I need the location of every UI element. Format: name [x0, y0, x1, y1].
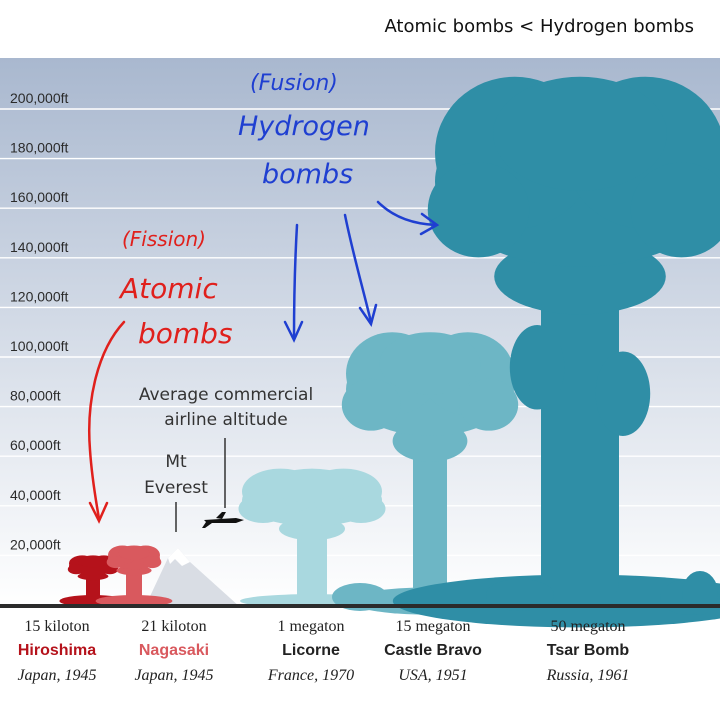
atomic-note: Atomic — [118, 272, 218, 305]
y-tick-label: 20,000ft — [10, 536, 61, 552]
everest-snow — [168, 548, 190, 566]
blue-arrow-licorne — [283, 223, 304, 343]
page-title: Atomic bombs < Hydrogen bombs — [384, 16, 694, 37]
nagasaki-cloud — [95, 545, 173, 607]
airplane-icon — [202, 512, 244, 528]
y-axis-ticks: 20,000ft 40,000ft 60,000ft 80,000ft 100,000f… — [10, 90, 68, 552]
y-tick-label: 180,000ft — [10, 140, 68, 156]
hydrogen-bombs-note: bombs — [262, 159, 353, 190]
bomb-place-label: Japan, 1945 — [134, 667, 213, 684]
bomb-place-label: Japan, 1945 — [17, 667, 96, 684]
atomic-bombs-note: bombs — [138, 317, 233, 350]
ground-line — [0, 604, 720, 608]
bomb-place-label: France, 1970 — [267, 667, 354, 684]
bomb-place-label: USA, 1951 — [398, 667, 467, 684]
tsar-bomb-cloud — [392, 76, 720, 628]
fusion-note: (Fusion) — [250, 71, 338, 96]
bomb-name-label: Tsar Bomb — [547, 642, 630, 659]
bomb-name-label: Hiroshima — [18, 642, 96, 659]
y-tick-label: 60,000ft — [10, 437, 61, 453]
y-tick-label: 200,000ft — [10, 90, 68, 106]
y-tick-label: 100,000ft — [10, 338, 68, 354]
bomb-name-label: Licorne — [282, 642, 340, 659]
everest-label-2: Everest — [144, 478, 208, 498]
licorne-cloud — [238, 468, 386, 608]
mushroom-clouds — [59, 76, 720, 628]
bomb-name-label: Castle Bravo — [384, 642, 482, 659]
blue-arrow-castle-bravo — [343, 213, 378, 327]
y-tick-label: 80,000ft — [10, 388, 61, 404]
airline-label: Average commercial — [139, 385, 313, 405]
bomb-place-label: Russia, 1961 — [546, 667, 630, 684]
bomb-yield-label: 15 kiloton — [24, 618, 89, 635]
bomb-yield-label: 15 megaton — [395, 618, 470, 635]
everest-mountain — [145, 548, 240, 607]
bomb-yield-label: 50 megaton — [550, 618, 625, 635]
fission-note: (Fission) — [122, 227, 206, 251]
everest-label: Mt — [165, 452, 187, 472]
y-tick-label: 120,000ft — [10, 288, 68, 304]
y-tick-label: 140,000ft — [10, 239, 68, 255]
blue-arrow-tsar-bomb — [376, 200, 440, 236]
airline-label-2: airline altitude — [164, 410, 287, 430]
hydrogen-note: Hydrogen — [238, 111, 370, 142]
bomb-yield-label: 21 kiloton — [141, 618, 206, 635]
y-tick-label: 160,000ft — [10, 189, 68, 205]
bomb-yield-label: 1 megaton — [277, 618, 344, 635]
red-arrow-hiroshima — [88, 320, 126, 524]
bomb-name-label: Nagasaki — [139, 642, 209, 659]
y-tick-label: 40,000ft — [10, 487, 61, 503]
